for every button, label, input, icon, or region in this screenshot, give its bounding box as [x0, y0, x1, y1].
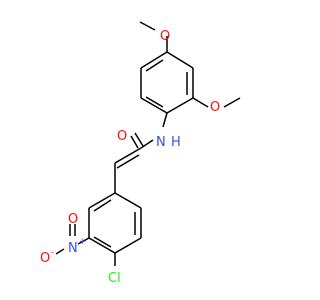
- nitro-oxygen-top-label: O: [68, 212, 78, 227]
- dimethoxyphenyl-ring: [140, 51, 194, 114]
- molecule-structure: O O O N H O N + O - Cl: [40, 21, 241, 286]
- nitro-oxygen-charge: -: [51, 248, 54, 258]
- chloronitrophenyl-ring: [88, 192, 142, 254]
- nitro-group: [55, 224, 90, 255]
- methoxy-right-oxygen-label: O: [210, 100, 220, 115]
- nitro-nitrogen-label: N: [68, 241, 78, 256]
- chlorine-label: Cl: [108, 271, 121, 286]
- n-aryl-bond: [162, 112, 168, 128]
- nitro-nitrogen-charge: +: [79, 237, 87, 247]
- amide-hydrogen-label: H: [171, 135, 181, 150]
- methoxy-right-group: [192, 97, 241, 108]
- alkene-linker: [114, 147, 142, 193]
- methoxy-top-group: [139, 21, 168, 52]
- methoxy-top-oxygen-label: O: [160, 29, 170, 44]
- amide-nitrogen-label: N: [156, 135, 166, 150]
- nitro-oxygen-left-label: O: [40, 251, 50, 266]
- amide-oxygen-label: O: [117, 129, 127, 144]
- amide-group: [130, 132, 154, 149]
